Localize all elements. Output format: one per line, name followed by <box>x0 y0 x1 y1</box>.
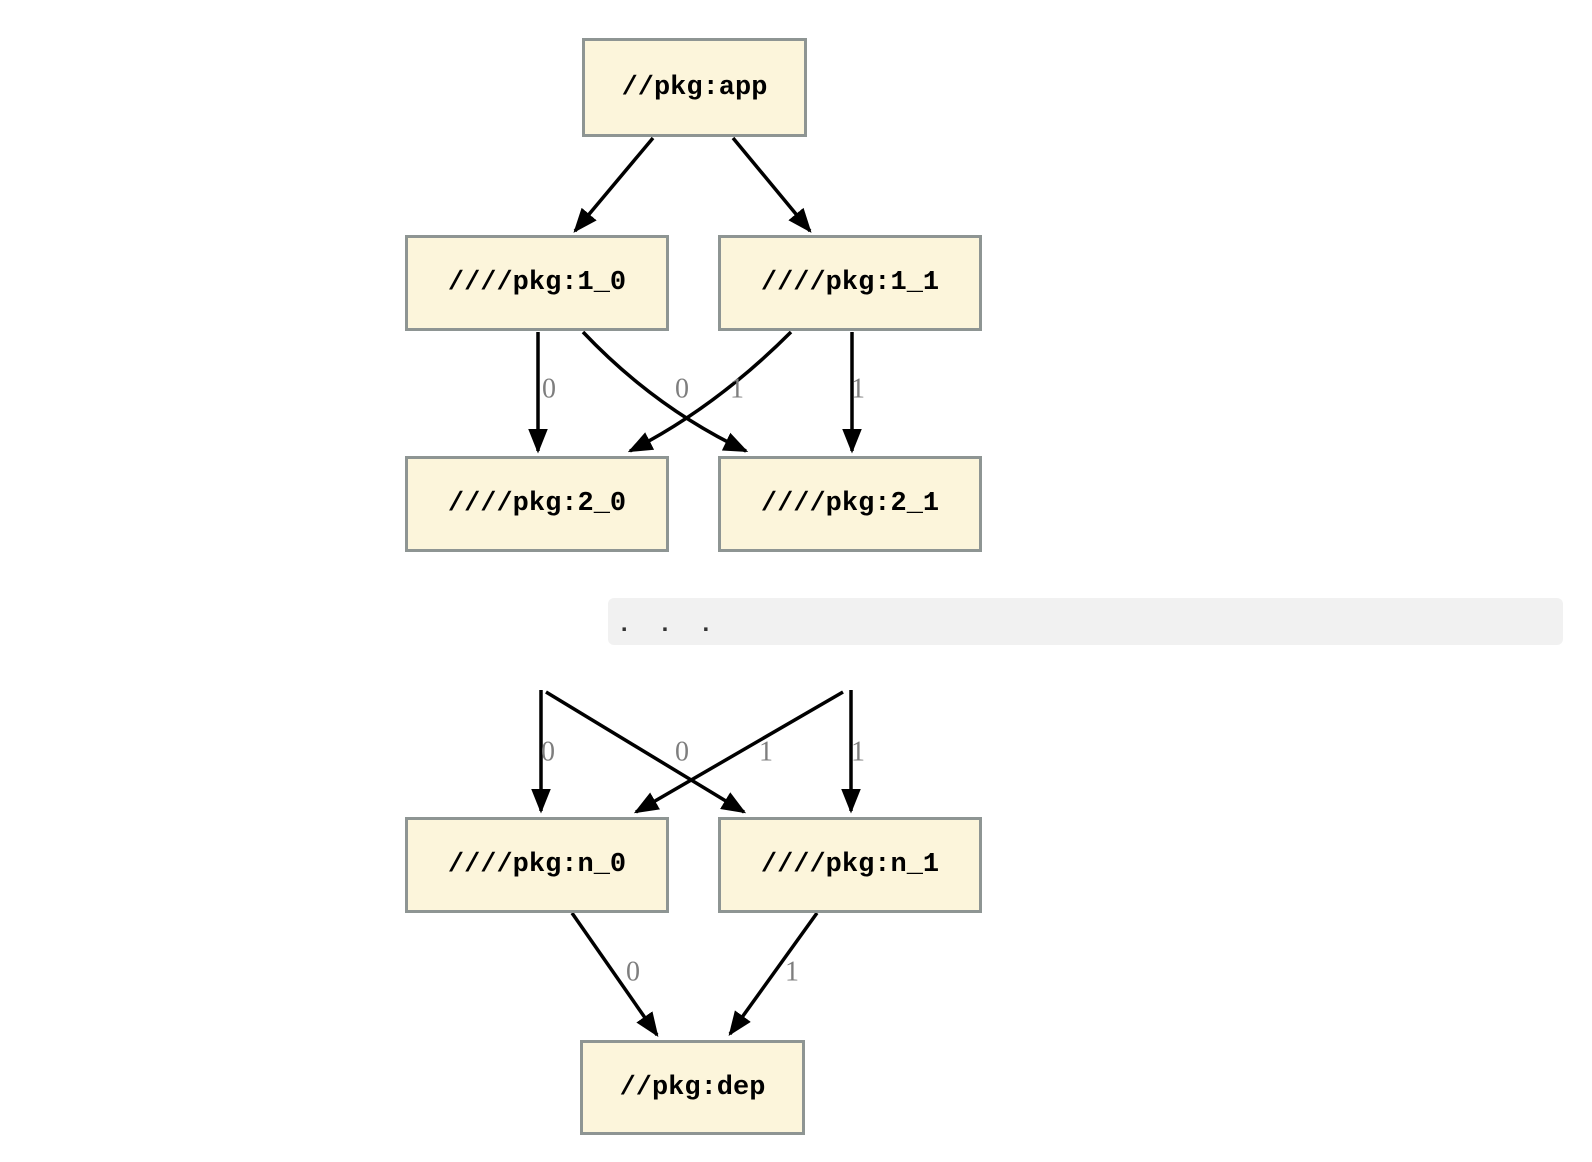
ellipsis-separator: . . . <box>608 598 1563 645</box>
graph-node-label-app: //pkg:app <box>621 72 768 103</box>
edge-1_0-to-2_1 <box>581 330 749 453</box>
graph-node-label-2_1: ////pkg:2_1 <box>760 489 940 519</box>
edge-label-1_1-to-2_0: 0 <box>675 373 689 405</box>
graph-node-label-n_0: ////pkg:n_0 <box>447 850 627 880</box>
edge-app-to-1_0 <box>573 136 655 233</box>
graph-node-n_0: ////pkg:n_0 <box>405 817 669 913</box>
edge-label-n_1-to-dep: 1 <box>785 956 799 988</box>
graph-node-1_0: ////pkg:1_0 <box>405 235 669 331</box>
graph-node-2_1: ////pkg:2_1 <box>718 456 982 552</box>
graph-node-label-dep: //pkg:dep <box>619 1072 766 1103</box>
graph-node-2_0: ////pkg:2_0 <box>405 456 669 552</box>
graph-node-label-2_0: ////pkg:2_0 <box>447 489 627 519</box>
edge-label-ellipsis-to-n_1: 1 <box>759 736 773 768</box>
graph-node-dep: //pkg:dep <box>580 1040 805 1135</box>
graph-node-label-n_1: ////pkg:n_1 <box>760 850 940 880</box>
edge-1_1-to-2_0 <box>627 330 793 453</box>
edge-label-n_0-to-dep: 0 <box>626 956 640 988</box>
edge-n_1-to-dep <box>728 911 819 1036</box>
edge-label-1_1-to-2_1: 1 <box>851 373 865 405</box>
ellipsis-text: . . . <box>617 612 720 639</box>
edge-ellipsis-to-n_0 <box>633 690 844 814</box>
graph-node-app: //pkg:app <box>582 38 807 137</box>
graph-node-label-1_1: ////pkg:1_1 <box>760 268 940 298</box>
graph-node-label-1_0: ////pkg:1_0 <box>447 268 627 298</box>
graph-node-1_1: ////pkg:1_1 <box>718 235 982 331</box>
edge-label-1_0-to-2_0: 0 <box>542 373 556 405</box>
edge-ellipsis-to-n_1 <box>545 690 747 814</box>
edge-label-ellipsis-to-n_1: 1 <box>851 736 865 768</box>
edge-label-ellipsis-to-n_0: 0 <box>541 736 555 768</box>
graph-node-n_1: ////pkg:n_1 <box>718 817 982 913</box>
edge-app-to-1_1 <box>731 136 812 233</box>
edge-label-ellipsis-to-n_0: 0 <box>675 736 689 768</box>
edge-n_0-to-dep <box>570 911 659 1038</box>
edge-label-1_0-to-2_1: 1 <box>730 373 744 405</box>
